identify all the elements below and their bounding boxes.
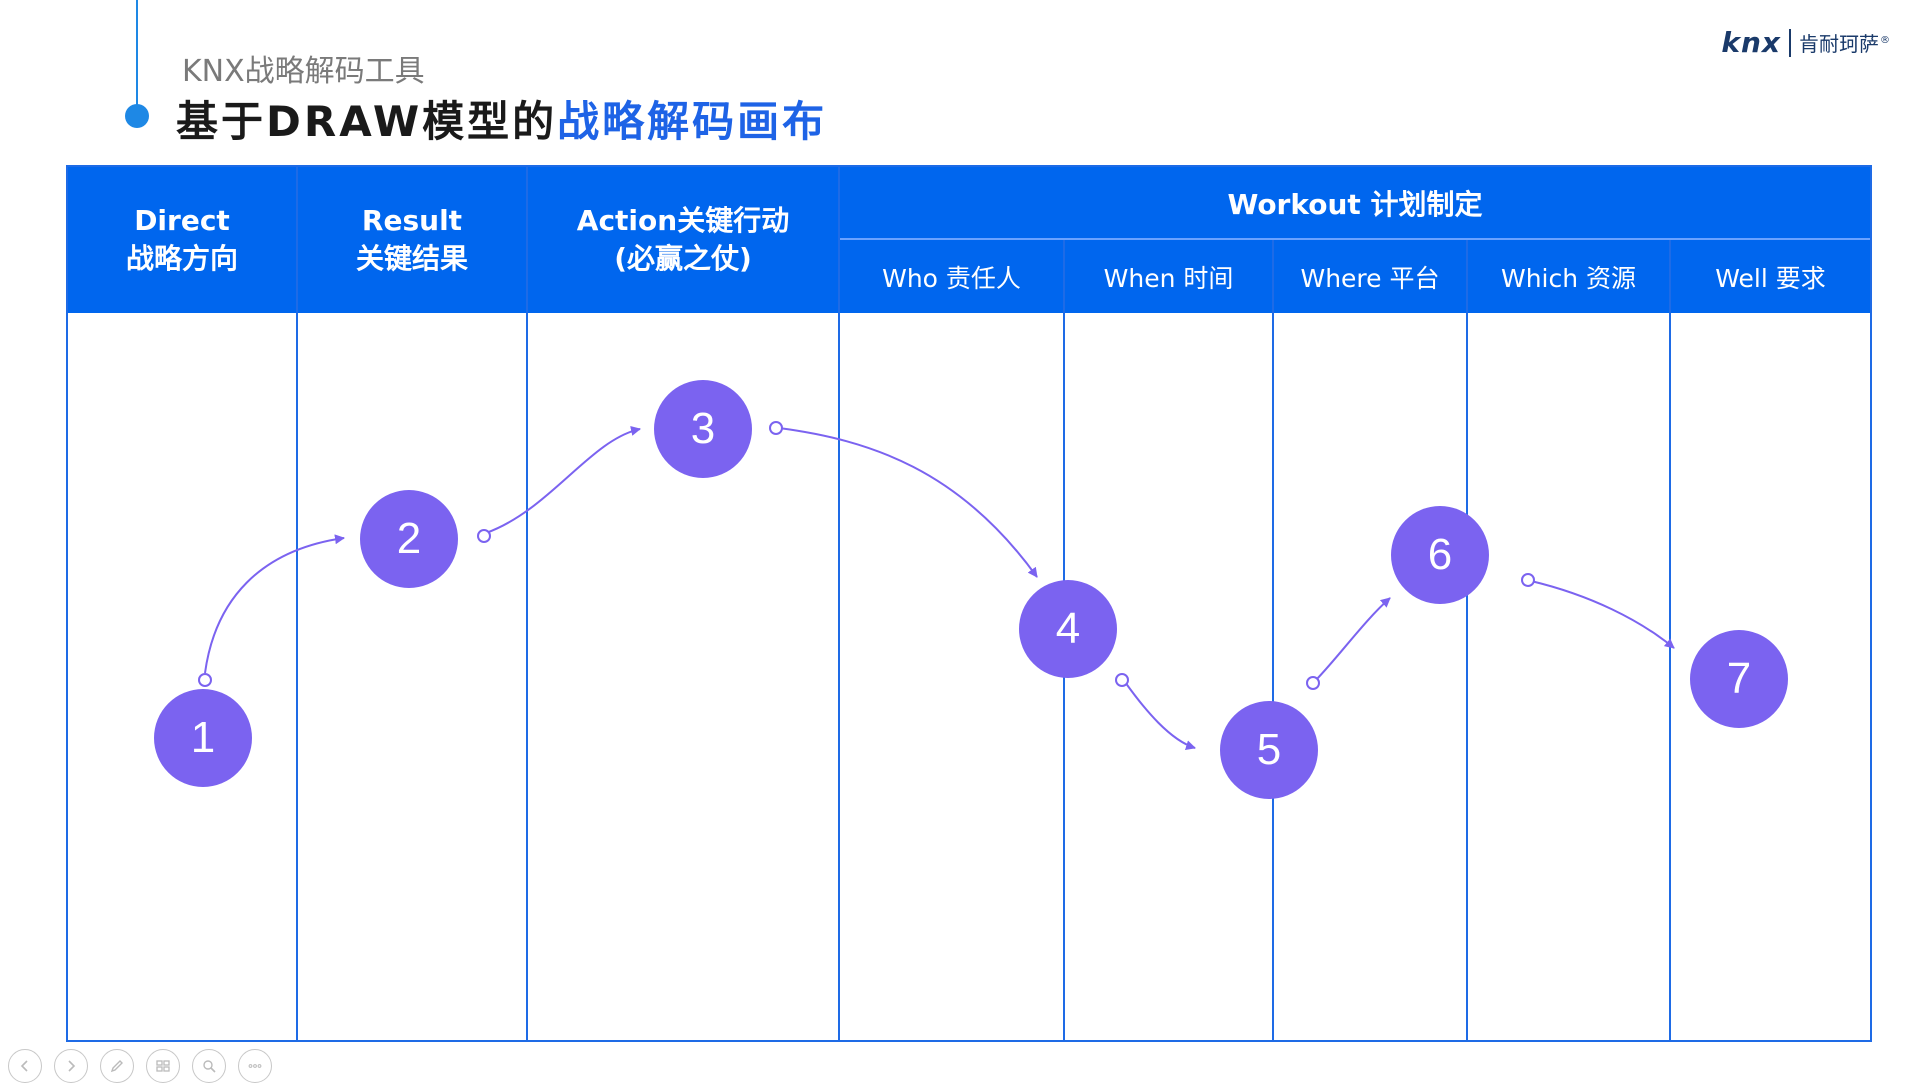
step-5: 5	[1220, 701, 1318, 799]
result-label-en: Result	[361, 204, 463, 237]
strategy-canvas: Direct 战略方向 Result 关键结果 Action关键行动 (必赢之仗…	[66, 165, 1872, 1042]
slides-icon[interactable]	[146, 1049, 180, 1083]
page-subtitle: KNX战略解码工具	[182, 54, 425, 89]
which-label: Which 资源	[1500, 263, 1637, 293]
where-label: Where 平台	[1300, 263, 1440, 293]
logo-mark: knx	[1721, 26, 1781, 59]
step-2: 2	[360, 490, 458, 588]
logo-registered: ®	[1880, 35, 1890, 47]
subheader-which: Which 资源	[1468, 240, 1669, 313]
more-icon[interactable]	[238, 1049, 272, 1083]
step-3: 3	[654, 380, 752, 478]
accent-dot	[125, 104, 149, 128]
action-label-cn: (必赢之仗)	[614, 242, 752, 275]
zoom-icon[interactable]	[192, 1049, 226, 1083]
result-label-cn: 关键结果	[355, 242, 468, 275]
title-main: 基于DRAW模型的	[176, 97, 558, 146]
page-title: 基于DRAW模型的战略解码画布	[176, 88, 827, 149]
logo-chinese-text: 肯耐珂萨	[1799, 32, 1879, 56]
step-4: 4	[1019, 580, 1117, 678]
column-divider	[838, 167, 840, 1040]
action-label-en: Action关键行动	[576, 204, 790, 237]
step-1: 1	[154, 689, 252, 787]
subheader-when: When 时间	[1065, 240, 1272, 313]
column-header-workout: Workout 计划制定	[840, 167, 1870, 238]
title-accent: 战略解码画布	[557, 97, 828, 146]
when-label: When 时间	[1103, 263, 1234, 293]
brand-logo: knx 肯耐珂萨®	[1721, 26, 1890, 59]
subheader-well: Well 要求	[1671, 240, 1870, 313]
next-icon[interactable]	[54, 1049, 88, 1083]
column-header-direct: Direct 战略方向	[68, 167, 296, 313]
column-divider	[1272, 238, 1274, 1040]
step-7: 7	[1690, 630, 1788, 728]
subheader-where: Where 平台	[1274, 240, 1466, 313]
accent-line	[136, 0, 138, 114]
column-divider	[1669, 238, 1671, 1040]
column-header-result: Result 关键结果	[298, 167, 526, 313]
workout-label: Workout 计划制定	[1227, 187, 1483, 221]
direct-label-cn: 战略方向	[125, 242, 238, 275]
header-band	[68, 167, 1870, 313]
logo-chinese: 肯耐珂萨®	[1799, 28, 1890, 57]
who-label: Who 责任人	[882, 263, 1021, 293]
well-label: Well 要求	[1715, 263, 1826, 293]
step-6: 6	[1391, 506, 1489, 604]
presentation-toolbar	[8, 1049, 272, 1083]
direct-label-en: Direct	[134, 204, 230, 237]
pen-icon[interactable]	[100, 1049, 134, 1083]
column-header-action: Action关键行动 (必赢之仗)	[528, 167, 838, 313]
workout-header-divider	[840, 238, 1870, 240]
column-divider	[526, 167, 528, 1040]
logo-separator	[1789, 28, 1791, 57]
subheader-who: Who 责任人	[840, 240, 1063, 313]
column-divider	[1466, 238, 1468, 1040]
prev-icon[interactable]	[8, 1049, 42, 1083]
